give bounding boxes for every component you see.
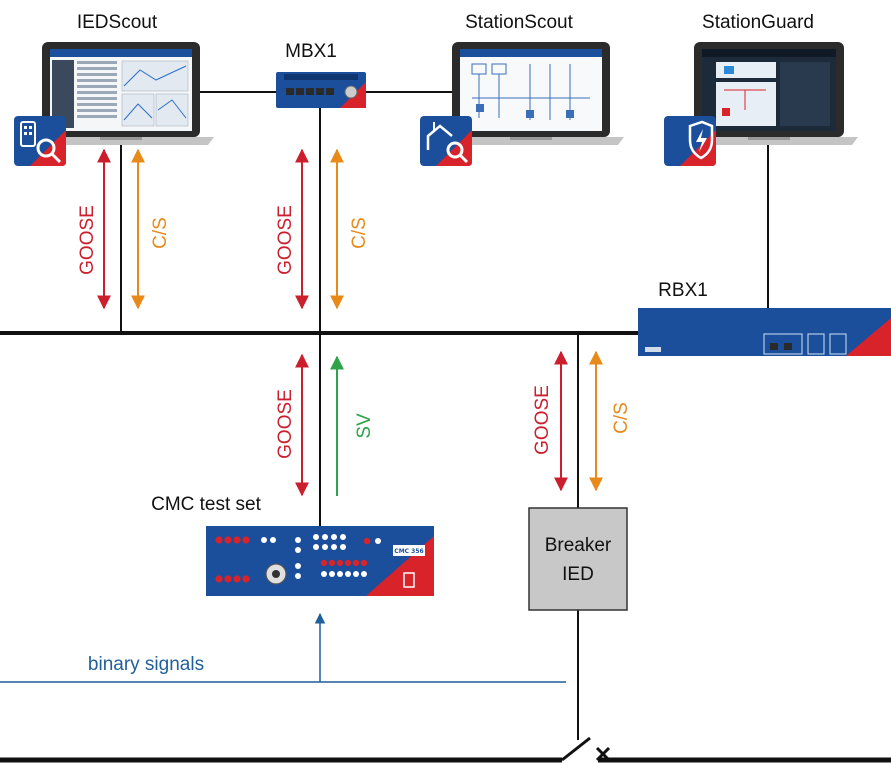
mbx1-cs-label: C/S [349, 217, 370, 249]
breaker-switch-blade [561, 736, 591, 762]
iedscout-label: IEDScout [77, 12, 158, 33]
stationguard-label: StationGuard [702, 12, 814, 33]
breaker-ied-label-line2: IED [562, 564, 594, 585]
cmc-goose-label: GOOSE [275, 389, 296, 459]
stationscout-label: StationScout [465, 12, 573, 33]
iedscout-cs-label: C/S [150, 217, 171, 249]
breaker-cs-label: C/S [611, 402, 632, 434]
rbx1-device[interactable] [638, 308, 891, 356]
mbx1-label: MBX1 [285, 41, 337, 62]
protocol-arrows [97, 148, 603, 497]
breaker-goose-label: GOOSE [532, 385, 553, 455]
breaker-ied-box[interactable]: Breaker IED [528, 507, 628, 611]
protocol-labels: GOOSE C/S GOOSE C/S GOOSE SV GOOSE C/S [77, 205, 632, 459]
stationguard-laptop[interactable] [680, 42, 858, 145]
iedscout-goose-label: GOOSE [77, 205, 98, 275]
iedscout-app-icon [14, 116, 66, 166]
breaker-ied-label-line1: Breaker [545, 535, 612, 556]
binary-signals-label: binary signals [88, 654, 204, 675]
cmc-model-badge: CMC 356 [394, 548, 423, 555]
breaker-x-icon [595, 746, 611, 762]
cmc-sv-label: SV [354, 413, 375, 439]
mbx1-goose-label: GOOSE [275, 205, 296, 275]
rbx1-label: RBX1 [658, 280, 708, 301]
stationscout-laptop[interactable] [438, 42, 624, 145]
wiring [0, 91, 891, 763]
stationguard-shield-icon [664, 116, 716, 166]
cmc-test-set-label: CMC test set [151, 494, 262, 515]
stationscout-app-icon [420, 116, 472, 166]
mbx1-device[interactable] [276, 72, 366, 108]
iedscout-laptop[interactable] [28, 42, 214, 145]
cmc-test-set-device[interactable]: CMC 356 [206, 526, 434, 596]
